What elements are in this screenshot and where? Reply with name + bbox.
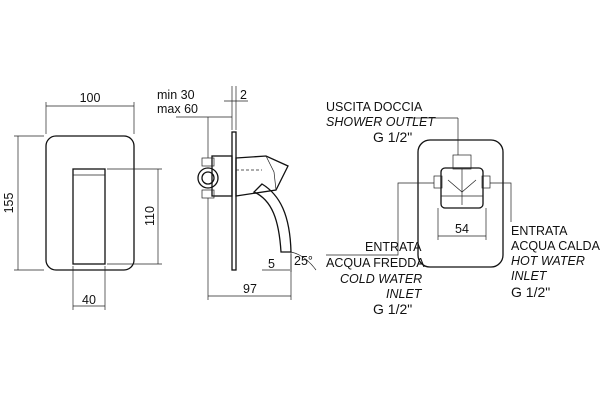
hot-port (481, 175, 491, 189)
shower-outlet-thread: G 1/2" (373, 129, 412, 145)
cover-plate-outline (45, 135, 135, 271)
inlet-fitting-inner (201, 171, 215, 185)
lever (252, 183, 292, 253)
dim-lever-height-label: 110 (143, 206, 157, 226)
shower-outlet-label-it: USCITA DOCCIA (326, 100, 423, 114)
hot-label-en-1: HOT WATER (511, 254, 585, 268)
cold-label-en-2: INLET (386, 287, 423, 301)
inlet-fitting-outer (197, 167, 219, 189)
wall-plate (231, 131, 237, 271)
back-view: USCITA DOCCIA SHOWER OUTLET G 1/2" 54 EN… (326, 100, 600, 317)
hot-leader (490, 182, 512, 222)
cold-leader (326, 182, 434, 256)
cold-port (433, 175, 443, 189)
handle-facet (265, 155, 277, 191)
dim-spacing-label: 54 (455, 222, 469, 236)
dim-width-label: 100 (80, 91, 101, 105)
dim-lever-width-label: 40 (82, 293, 96, 307)
angle-arc (290, 251, 317, 271)
valve-detail (447, 179, 477, 193)
rear-plate-outline (417, 139, 504, 268)
hot-thread: G 1/2" (511, 284, 550, 300)
hot-label-en-2: INLET (511, 269, 548, 283)
cold-label-it-2: ACQUA FREDDA (326, 256, 425, 270)
valve-body (211, 155, 233, 197)
depth-min-label: min 30 (157, 88, 195, 102)
side-view: min 30 max 60 2 97 5 25° (157, 86, 317, 300)
hot-label-it-2: ACQUA CALDA (511, 239, 600, 253)
cold-thread: G 1/2" (373, 301, 412, 317)
cold-label-en-1: COLD WATER (340, 272, 422, 286)
cold-label-it-1: ENTRATA (365, 240, 422, 254)
dim-angle-label: 25° (294, 254, 313, 268)
handle-base (235, 155, 289, 197)
dim-plate-label: 2 (240, 88, 247, 102)
hot-label-it-1: ENTRATA (511, 224, 568, 238)
dim-projection-label: 97 (243, 282, 257, 296)
dim-gap-label: 5 (268, 257, 275, 271)
dim-height-label: 155 (2, 193, 16, 214)
depth-max-label: max 60 (157, 102, 198, 116)
lever-outline (72, 168, 106, 265)
shower-outlet-label-en: SHOWER OUTLET (326, 115, 436, 129)
front-view: 100 155 110 40 (2, 91, 162, 310)
outlet-port (452, 154, 472, 170)
